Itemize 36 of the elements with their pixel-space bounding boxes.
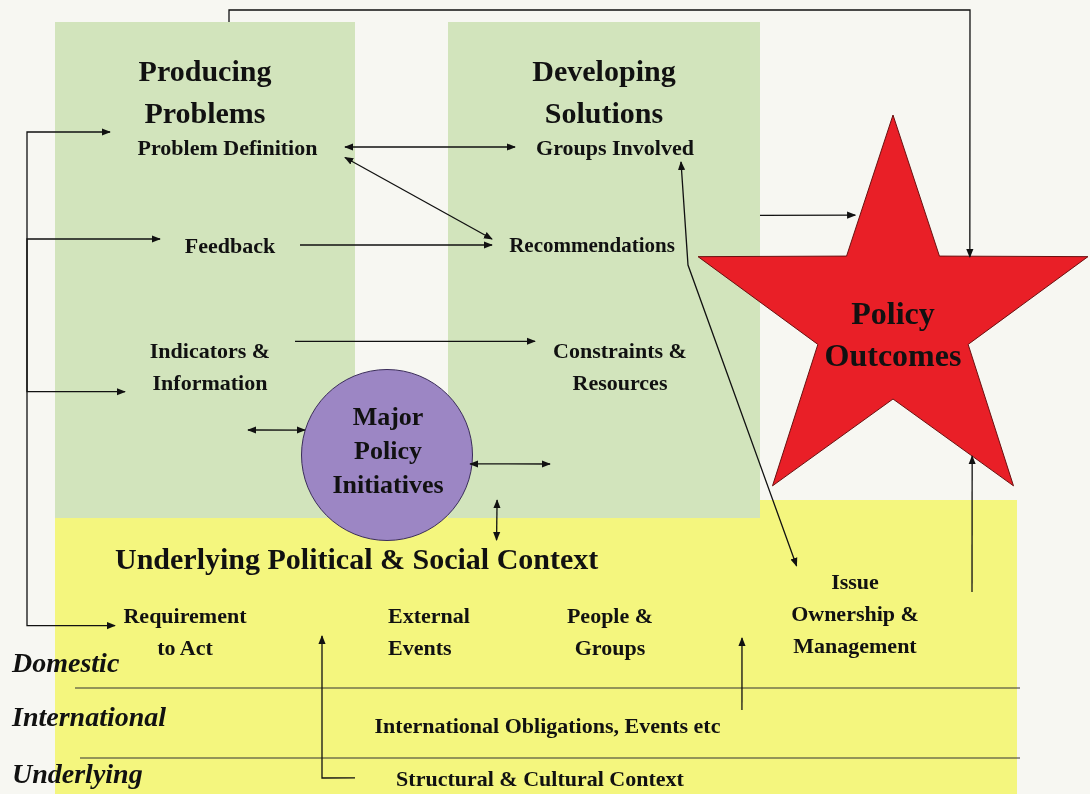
arrow (677, 161, 798, 567)
item-label: Constraints & Resources (552, 337, 688, 397)
item-label: Recommendations (508, 232, 676, 259)
arrow (738, 637, 746, 711)
layer-label: International (12, 700, 167, 734)
layer-label: Domestic (12, 646, 120, 680)
section-band (448, 22, 760, 518)
item-label: Feedback (183, 232, 277, 260)
arrow (299, 241, 493, 249)
layer-label: Underlying (12, 757, 143, 791)
item-label: Groups Involved (535, 134, 695, 162)
item-label: People & Groups (565, 602, 655, 662)
arrow (344, 143, 516, 151)
arrow (228, 9, 974, 258)
arrow (26, 235, 161, 381)
section-heading: Developing Solutions (531, 53, 677, 131)
item-label: External Events (388, 602, 471, 662)
arrow (247, 426, 306, 434)
item-label: Structural & Cultural Context (395, 765, 685, 793)
arrow (968, 455, 976, 593)
section-heading: Underlying Political & Social Context (115, 541, 600, 577)
arrow (318, 635, 356, 779)
arrow (469, 460, 551, 468)
arrow (344, 156, 493, 240)
arrow (759, 211, 857, 219)
item-label: Requirement to Act (122, 602, 248, 662)
item-label: Issue Ownership & Management (790, 568, 920, 660)
arrow (26, 379, 116, 630)
item-label: Indicators & Information (148, 337, 272, 397)
shape-label: Major Policy Initiatives (331, 401, 445, 501)
item-label: International Obligations, Events etc (373, 712, 722, 740)
item-label: Problem Definition (136, 134, 319, 162)
shape-label: Policy Outcomes (823, 294, 963, 375)
arrow (493, 499, 501, 541)
section-heading: Producing Problems (137, 53, 273, 131)
arrow (294, 337, 536, 345)
